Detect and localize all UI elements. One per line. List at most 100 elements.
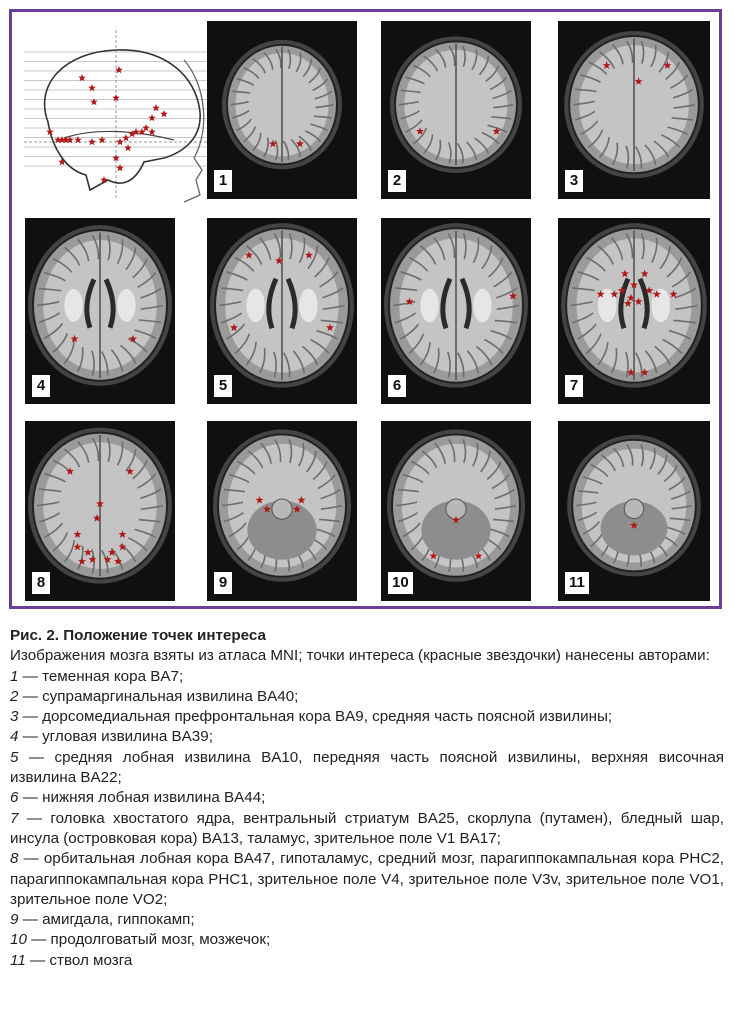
marker-star-icon xyxy=(73,530,82,538)
caption-intro: Изображения мозга взяты из атласа MNI; т… xyxy=(10,647,710,665)
marker-star-icon xyxy=(602,61,611,69)
panel-label: 7 xyxy=(565,375,583,397)
caption-item-number: 4 xyxy=(10,728,19,746)
marker-star-icon xyxy=(152,104,160,112)
marker-star-icon xyxy=(640,269,649,278)
figure-caption: Рис. 2. Положение точек интереса Изображ… xyxy=(10,626,724,971)
marker-star-icon xyxy=(100,176,108,184)
marker-star-icon xyxy=(114,557,122,565)
marker-star-icon xyxy=(263,505,271,513)
caption-item-text: — теменная кора BA7; xyxy=(18,667,184,685)
caption-item-text: — угловая извилина BA39; xyxy=(18,728,213,746)
marker-star-icon xyxy=(88,138,96,146)
marker-star-icon xyxy=(634,77,643,85)
marker-star-icon xyxy=(98,136,106,144)
marker-star-icon xyxy=(96,499,104,508)
marker-star-icon xyxy=(492,127,501,135)
marker-star-icon xyxy=(112,154,120,162)
marker-star-icon xyxy=(297,496,306,504)
brain-panel-10: 10 xyxy=(381,421,531,601)
marker-star-icon xyxy=(142,124,150,132)
marker-star-icon xyxy=(73,542,82,551)
marker-star-icon xyxy=(416,127,424,135)
marker-star-icon xyxy=(78,557,86,565)
marker-star-icon xyxy=(118,530,127,538)
marker-star-icon xyxy=(58,136,66,144)
caption-item-number: 11 xyxy=(10,951,26,969)
panel-label: 9 xyxy=(214,572,232,594)
marker-star-icon xyxy=(148,114,156,122)
caption-item-text: — средняя лобная извилина BA10, передняя… xyxy=(10,748,724,787)
caption-item: 2 — супрамаргинальная извилина BA40; xyxy=(10,687,724,707)
sagittal-sketch xyxy=(24,30,212,203)
caption-item-text: — амигдала, гиппокамп; xyxy=(18,911,195,929)
caption-item: 9 — амигдала, гиппокамп; xyxy=(10,910,724,930)
caption-item-number: 2 xyxy=(10,687,19,705)
marker-star-icon xyxy=(255,496,264,504)
caption-item-number: 3 xyxy=(10,708,19,726)
marker-star-icon xyxy=(103,555,112,563)
caption-item-number: 6 xyxy=(10,789,19,807)
marker-star-icon xyxy=(93,514,101,522)
marker-star-icon xyxy=(78,74,86,82)
marker-star-icon xyxy=(630,280,638,289)
brain-panel-9: 9 xyxy=(207,421,357,601)
marker-star-icon xyxy=(296,139,304,148)
marker-star-icon xyxy=(116,164,124,172)
panel-label: 4 xyxy=(32,375,50,397)
marker-star-icon xyxy=(305,251,313,259)
marker-star-icon xyxy=(326,323,334,332)
caption-item: 8 — орбитальная лобная кора BA47, гипота… xyxy=(10,849,724,910)
brain-panel-2: 2 xyxy=(381,21,531,199)
marker-star-icon xyxy=(88,84,96,92)
brain-panel-7: 7 xyxy=(558,218,710,404)
marker-star-icon xyxy=(630,521,638,529)
marker-star-icon xyxy=(54,136,62,144)
caption-item-text: — супрамаргинальная извилина BA40; xyxy=(18,687,299,705)
caption-item-text: — ствол мозга xyxy=(25,951,133,969)
marker-star-icon xyxy=(115,66,123,74)
marker-star-icon xyxy=(245,251,253,259)
caption-item: 1 — теменная кора BA7; xyxy=(10,667,724,687)
marker-star-icon xyxy=(116,138,124,146)
marker-star-icon xyxy=(126,467,134,475)
marker-star-icon xyxy=(663,61,672,69)
marker-star-icon xyxy=(627,293,635,302)
marker-star-icon xyxy=(58,158,66,166)
marker-star-icon xyxy=(620,269,629,278)
marker-star-icon xyxy=(128,130,136,138)
brain-panel-4: 4 xyxy=(25,218,175,404)
marker-star-icon xyxy=(623,299,632,307)
marker-star-icon xyxy=(122,134,130,142)
marker-star-icon xyxy=(405,297,414,306)
marker-star-icon xyxy=(652,290,661,298)
marker-star-icon xyxy=(90,98,98,106)
brain-panel-3: 3 xyxy=(558,21,710,199)
caption-item: 11 — ствол мозга xyxy=(10,951,724,971)
brain-panel-8: 8 xyxy=(25,421,175,601)
panel-label: 10 xyxy=(388,572,413,594)
caption-item-text: — нижняя лобная извилина BA44; xyxy=(18,789,266,807)
caption-item-number: 8 xyxy=(10,850,19,868)
marker-star-icon xyxy=(129,334,137,343)
caption-item-number: 10 xyxy=(10,931,27,949)
brain-panel-1: 1 xyxy=(207,21,357,199)
panel-label: 6 xyxy=(388,375,406,397)
marker-star-icon xyxy=(269,139,277,148)
caption-item: 7 — головка хвостатого ядра, вентральный… xyxy=(10,809,724,850)
caption-item-text: — орбитальная лобная кора BA47, гипотала… xyxy=(10,850,724,908)
caption-item-number: 7 xyxy=(10,809,19,827)
marker-star-icon xyxy=(610,290,619,298)
marker-star-icon xyxy=(429,551,438,560)
figure-frame: 1 2 3 4 5 6 7 8 9 10 11 xyxy=(9,9,722,609)
marker-star-icon xyxy=(627,368,635,376)
marker-star-icon xyxy=(138,128,146,136)
marker-star-icon xyxy=(124,144,132,152)
marker-star-icon xyxy=(452,515,460,524)
marker-star-icon xyxy=(66,467,74,475)
panel-label: 8 xyxy=(32,572,50,594)
marker-star-icon xyxy=(148,128,156,136)
marker-star-icon xyxy=(640,368,649,376)
caption-item-text: — дорсомедиальная префронтальная кора BA… xyxy=(18,708,613,726)
panel-label: 1 xyxy=(214,170,232,192)
